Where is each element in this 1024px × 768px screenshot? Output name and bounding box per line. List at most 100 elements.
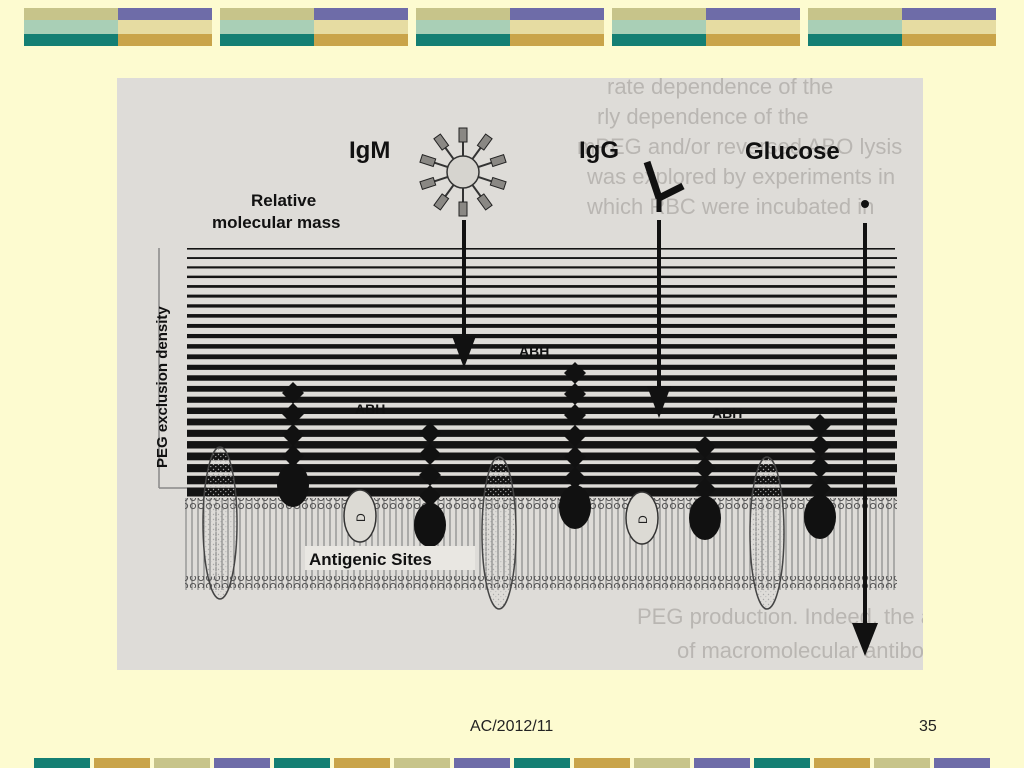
antigenic-sites-label-bg <box>305 546 475 570</box>
peg-density-band <box>187 275 897 279</box>
bleed-text-line: which RBC were incubated in <box>586 194 874 219</box>
slide-number: 35 <box>919 718 937 735</box>
bleed-text-line: mPEG and/or reversed ABO lysis <box>577 134 902 159</box>
peg-density-band <box>187 354 897 360</box>
glycan-diamond <box>694 457 716 479</box>
bleed-text-line: was explored by experiments in <box>586 164 895 189</box>
banner-segment <box>394 758 450 768</box>
glycan-diamond <box>419 443 441 465</box>
igm-arrow-head <box>452 336 476 368</box>
peg-density-band <box>187 475 895 485</box>
banner-segment <box>814 758 870 768</box>
peg-density-band <box>187 375 897 381</box>
banner-segment <box>34 758 90 768</box>
banner-block <box>808 8 996 46</box>
igg-antibody-icon <box>643 160 685 212</box>
peg-density-band <box>187 418 897 426</box>
peg-density-band <box>187 285 895 288</box>
peg-density-band <box>187 344 895 349</box>
membrane-inner-leaflet <box>185 576 897 588</box>
peg-density-band <box>187 294 897 298</box>
glycan-diamond <box>694 436 716 458</box>
transmembrane-protein <box>749 456 785 610</box>
peg-density-band <box>187 333 897 339</box>
glycan-diamond <box>564 362 586 384</box>
peg-density-band <box>187 441 897 449</box>
peg-density-band <box>187 248 895 250</box>
peg-density-band <box>187 323 895 328</box>
glycan-diamond <box>282 403 304 425</box>
banner-segment <box>934 758 990 768</box>
d-antigen <box>343 489 377 543</box>
banner-segment <box>274 758 330 768</box>
glycan-diamond <box>419 485 441 507</box>
peg-density-band <box>187 452 895 461</box>
banner-segment <box>334 758 390 768</box>
abh-antigen-chain <box>559 362 591 529</box>
glucose-arrow-head <box>852 623 878 656</box>
antigenic-sites-label: Antigenic Sites <box>309 550 432 569</box>
antigen-anchor <box>689 496 721 540</box>
transmembrane-proteins <box>202 446 785 610</box>
banner-segment <box>154 758 210 768</box>
glycan-diamond <box>809 456 831 478</box>
antigen-anchor <box>559 485 591 529</box>
d-antigen-label: D <box>354 513 368 522</box>
banner-segment <box>214 758 270 768</box>
antigen-anchor <box>414 503 446 547</box>
transmembrane-protein <box>202 446 238 600</box>
abh-antigen-chain <box>689 436 721 540</box>
glycan-diamond <box>564 404 586 426</box>
antigen-anchor <box>804 495 836 539</box>
banner-segment <box>574 758 630 768</box>
banner-block <box>612 8 800 46</box>
peg-density-band <box>187 407 895 415</box>
igg-label: IgG <box>579 137 619 164</box>
peg-density-band <box>187 396 897 403</box>
banner-segment <box>754 758 810 768</box>
glycan-diamond <box>564 425 586 447</box>
bottom-decorative-banner <box>34 758 994 768</box>
bleed-text-line: of macromolecular antibody (human IgM, a… <box>677 638 923 663</box>
glycan-diamond <box>564 467 586 489</box>
bleed-text-line: rate dependence of the <box>607 78 833 99</box>
peg-density-axis-label: PEG exclusion density <box>154 306 171 468</box>
cell-membrane <box>185 498 897 590</box>
glycan-diamond <box>419 464 441 486</box>
glycan-diamond <box>282 382 304 404</box>
glycan-diamond <box>809 435 831 457</box>
transmembrane-protein <box>481 456 517 610</box>
banner-block <box>220 8 408 46</box>
glycan-diamond <box>564 446 586 468</box>
banner-segment <box>634 758 690 768</box>
abh-antigen-chain <box>414 422 446 547</box>
antigen-anchor <box>277 463 309 507</box>
relative-mass-label-line2: molecular mass <box>212 213 341 232</box>
banner-segment <box>454 758 510 768</box>
glycan-diamond <box>809 477 831 499</box>
peg-exclusion-diagram: rate dependence of the rly dependence of… <box>117 74 1024 670</box>
bleed-text-line: rly dependence of the <box>597 104 809 129</box>
abh-label: ABH <box>712 405 742 421</box>
glucose-molecule-icon <box>861 200 869 208</box>
top-decorative-banner <box>24 8 1000 46</box>
peg-density-band <box>187 257 897 259</box>
glycan-diamond <box>419 422 441 444</box>
glycan-diamond <box>282 445 304 467</box>
peg-density-band <box>187 487 897 497</box>
igg-arrow-head <box>647 386 671 418</box>
footer-label: AC/2012/11 <box>470 718 554 735</box>
igm-label: IgM <box>349 137 390 164</box>
peg-density-band <box>187 314 897 318</box>
d-antigens: D D <box>343 489 659 545</box>
d-antigen-label: D <box>636 515 650 524</box>
abh-antigen-chain <box>277 382 309 507</box>
abh-antigen-chain <box>804 414 836 539</box>
peg-density-band <box>187 304 895 308</box>
banner-segment <box>514 758 570 768</box>
abh-label: ABH <box>355 401 385 417</box>
d-antigen <box>625 491 659 545</box>
banner-block <box>24 8 212 46</box>
banner-block <box>416 8 604 46</box>
relative-mass-label-line1: Relative <box>251 191 316 210</box>
